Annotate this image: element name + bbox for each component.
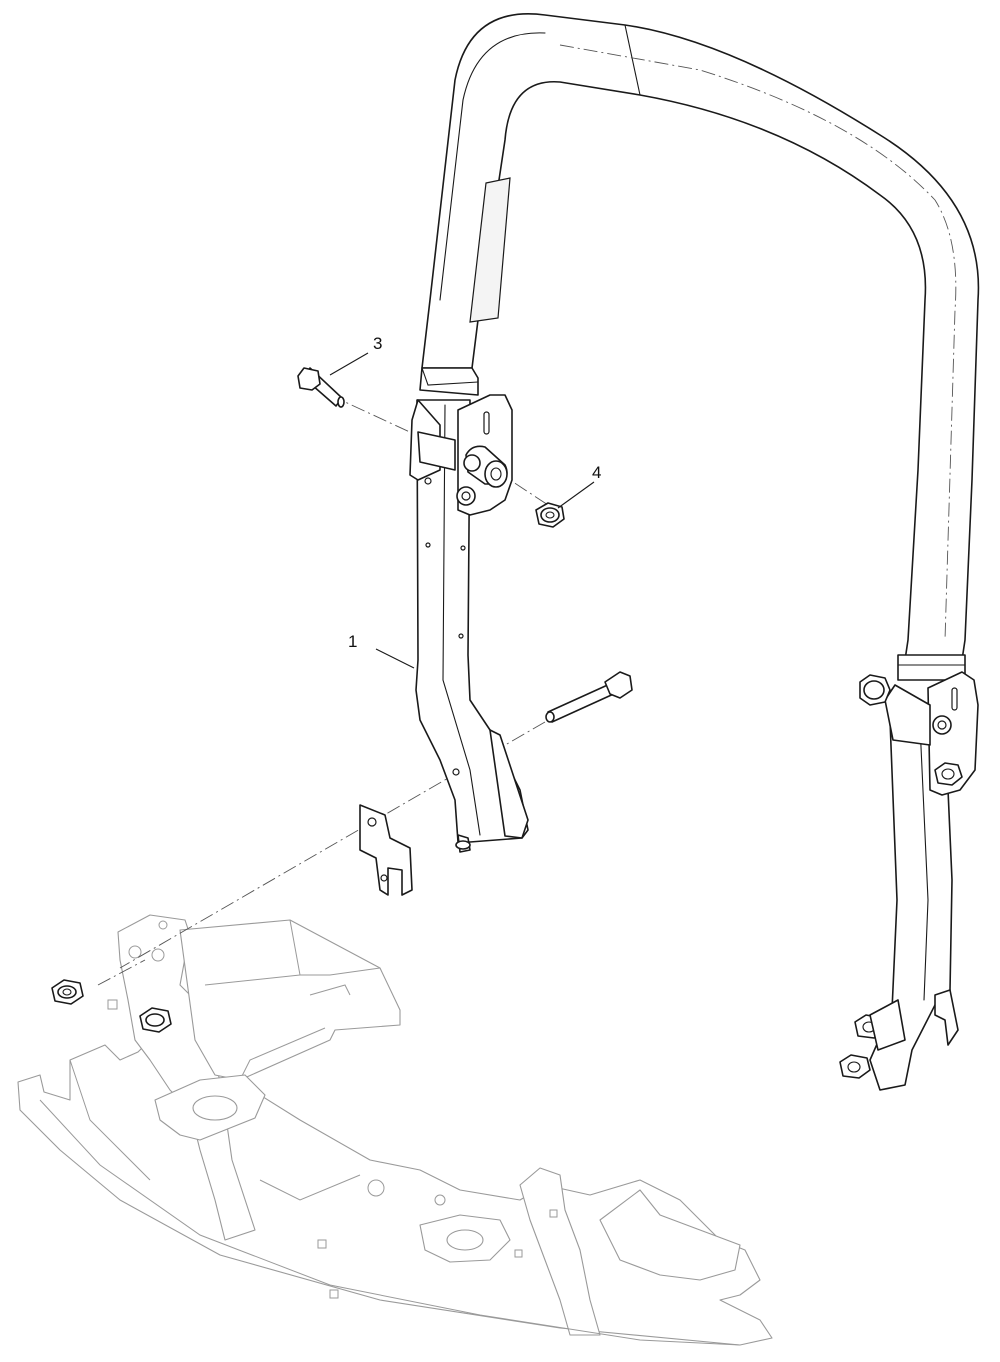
frame-nut-center xyxy=(139,1007,172,1033)
bolt-upper xyxy=(297,367,345,408)
warning-decal xyxy=(469,177,511,323)
roll-bar xyxy=(415,13,980,1091)
callout-1: 1 xyxy=(348,632,415,669)
callout-label-1: 1 xyxy=(348,632,357,651)
callout-4: 4 xyxy=(557,463,601,509)
flange-nut-upper xyxy=(535,502,565,528)
mounting-bracket xyxy=(359,804,413,896)
hinge-plate-left xyxy=(409,394,513,516)
mower-frame-ghost xyxy=(17,914,773,1346)
callout-label-4: 4 xyxy=(592,463,601,482)
roll-bar-right-leg xyxy=(869,719,953,1091)
callout-label-3: 3 xyxy=(373,334,382,353)
bolt-lower xyxy=(545,671,633,723)
callout-3: 3 xyxy=(329,334,382,376)
roll-bar-upper-hoop xyxy=(421,13,980,661)
tray-box xyxy=(179,919,401,1081)
frame-nut-left xyxy=(51,979,84,1005)
right-leg-nuts xyxy=(839,999,906,1079)
tower-bracket-right xyxy=(519,1167,601,1336)
hinge-plate-right xyxy=(859,671,979,796)
